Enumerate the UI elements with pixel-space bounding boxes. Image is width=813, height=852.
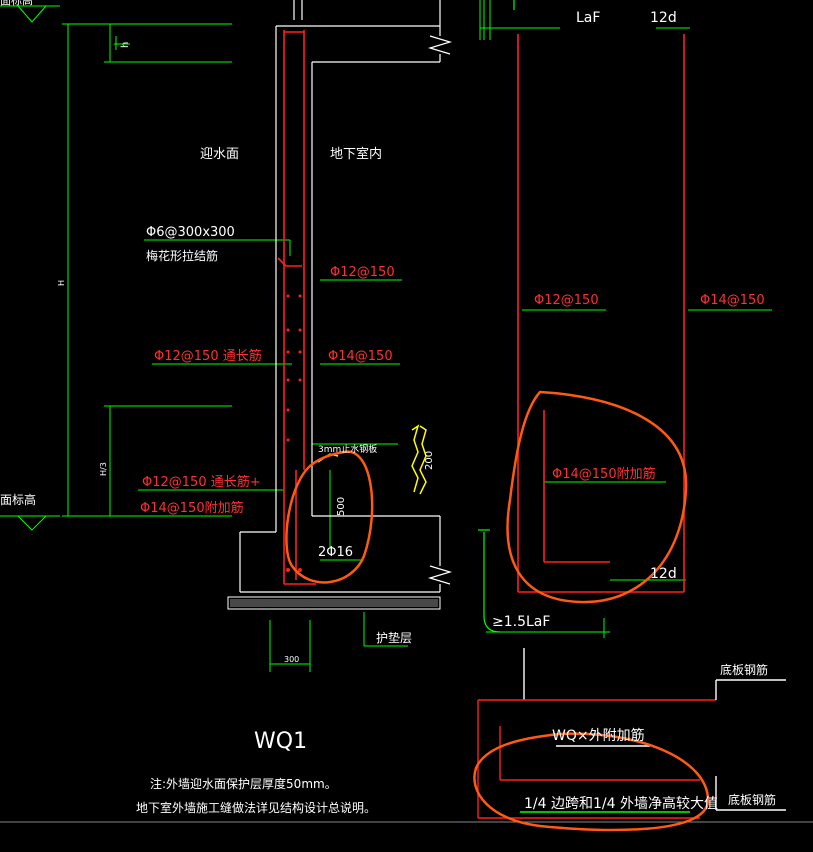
bar-2d16-label: 2Φ16	[318, 545, 353, 560]
right-laf-label: LaF	[576, 10, 600, 26]
wall-rebar	[277, 30, 316, 585]
note-line-2: 地下室外墙施工缝做法详见结构设计总说明。	[136, 800, 376, 815]
right-1-5laf-label: ≥1.5LaF	[492, 614, 550, 630]
right-14-150-label: Φ14@150	[700, 293, 765, 308]
tie-bar-spec-label: Φ6@300x300	[146, 225, 235, 240]
drawing-title: WQ1	[254, 729, 307, 754]
waterstop-label: 3mm止水钢板	[318, 443, 377, 455]
rebar-14-150-extra-label: Φ14@150附加筋	[140, 500, 244, 516]
right-12d-top-label: 12d	[650, 10, 677, 26]
rebar-12-150-through-label: Φ12@150 通长筋	[154, 348, 262, 364]
top-elevation-text: 面标高	[0, 0, 33, 7]
blinding-layer	[227, 596, 441, 610]
dimension-lines	[0, 0, 772, 672]
wq-extra-label: WQ×外附加筋	[552, 727, 645, 744]
top-markers	[114, 0, 491, 50]
water-face-label: 迎水面	[200, 147, 239, 162]
top-elevation-marker	[0, 5, 60, 23]
right-12-150-label: Φ12@150	[534, 293, 599, 308]
rebar-12-150-label: Φ12@150	[330, 265, 395, 280]
quarter-span-label: 1/4 边跨和1/4 外墙净高较大值	[524, 795, 718, 812]
tie-bar-desc-label: 梅花形拉结筋	[146, 248, 218, 263]
right-12d-bottom-label: 12d	[650, 566, 677, 582]
dim-h3-label: H/3	[99, 462, 108, 476]
right-detail-rebar	[517, 34, 685, 593]
slab-rebar	[477, 648, 786, 819]
dim-200-label: 200	[424, 451, 435, 470]
slab-rebar-bottom-label: 底板钢筋	[728, 792, 776, 807]
drawing-labels: 迎水面 地下室内 Φ6@300x300 梅花形拉结筋 Φ12@150 Φ12@1…	[0, 10, 776, 815]
dim-300-label: 300	[284, 655, 299, 664]
wall-outline	[239, 0, 453, 593]
right-detail-hook	[478, 0, 515, 633]
right-14-150-extra-label: Φ14@150附加筋	[552, 466, 656, 482]
rebar-12-150-through2-label: Φ12@150 通长筋+	[142, 474, 261, 490]
rebar-14-150-label: Φ14@150	[328, 349, 393, 364]
protection-layer-label: 护垫层	[376, 630, 412, 645]
dim-h-label: H	[57, 280, 66, 286]
highlight-circles	[285, 390, 710, 832]
waterstop-detail	[317, 424, 427, 495]
dim-small-h-label: h	[120, 42, 131, 48]
rebar-dots	[286, 294, 302, 572]
dim-500-label: 500	[336, 497, 347, 516]
floor-elevation-label: 面标高	[0, 492, 36, 507]
basement-interior-label: 地下室内	[330, 146, 382, 162]
slab-rebar-top-label: 底板钢筋	[720, 662, 768, 677]
note-line-1: 注:外墙迎水面保护层厚度50mm。	[150, 776, 337, 791]
